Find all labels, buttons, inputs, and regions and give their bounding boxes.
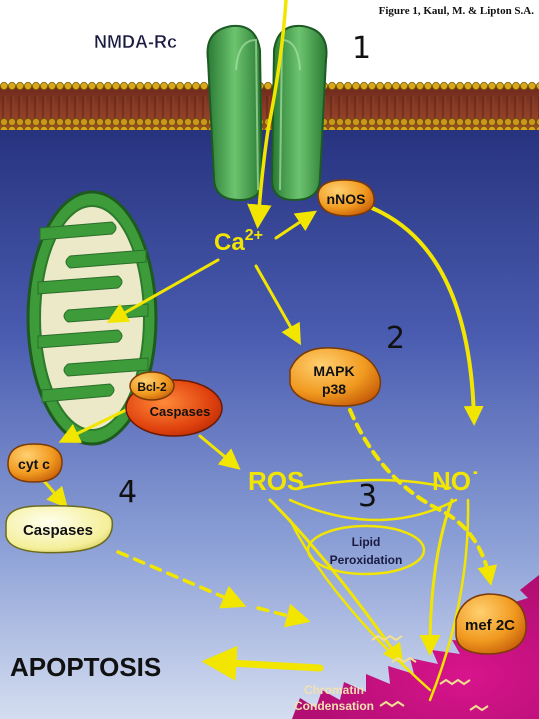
arrow-mito-to-ros (198, 434, 241, 470)
calcium-base: Ca (214, 229, 245, 256)
apoptosis-label: APOPTOSIS (10, 652, 161, 682)
arrow-no-to-nucleus (419, 498, 454, 656)
arrow-ros-no-loop (288, 498, 458, 522)
mapk-label-line1: MAPK (313, 363, 354, 379)
ros-label: ROS (248, 466, 304, 496)
arrow-ca-to-mitochondrion (106, 258, 220, 323)
caspases-label: Caspases (23, 522, 93, 539)
step-number-4: 4 (118, 475, 137, 510)
arrow-ros-to-chromatin (288, 518, 432, 692)
arrow-no-to-nucleus-2 (428, 498, 470, 702)
arrow-ca-to-nnos (274, 210, 317, 240)
receptor-label: NMDA-Rc (94, 32, 177, 52)
arrow-ros-no-loop-top (298, 478, 452, 490)
arrow-to-apoptosis (201, 645, 324, 681)
mef2c-label: mef 2C (465, 617, 515, 634)
cytc-label: cyt c (18, 456, 50, 472)
node-bcl2-shape (129, 371, 175, 401)
lipid-peroxidation-outline (306, 524, 426, 576)
arrow-calcium-influx (247, 0, 288, 229)
step-number-2: 2 (386, 321, 405, 356)
node-mef2c-shape (455, 593, 527, 655)
extracellular-space (0, 0, 539, 90)
arrow-mito-to-cytc (58, 408, 128, 443)
node-nnos-shape (317, 179, 375, 217)
lipid-label-line2: Peroxidation (330, 553, 403, 567)
figure-caption: Figure 1, Kaul, M. & Lipton S.A. (379, 5, 535, 17)
chromatin-label-line2: Condensation (294, 699, 374, 713)
bcl2-label: Bcl-2 (137, 380, 167, 394)
arrow-ca-to-mapk (254, 264, 301, 346)
mapk-label-line2: p38 (322, 381, 346, 397)
no-label: NO˙ (432, 466, 480, 496)
arrow-caspases-to-chromatin (116, 550, 247, 609)
step-number-1: 1 (352, 31, 371, 66)
caspases-mito-label: Caspases (150, 404, 211, 419)
nnos-label: nNOS (327, 191, 366, 207)
chromatin (371, 634, 489, 712)
arrows (36, 0, 498, 702)
arrow-mapk-to-mef2c (348, 408, 498, 586)
chromatin-label-line1: Chromatin (304, 683, 364, 697)
node-caspases-shape (5, 505, 114, 554)
calcium-superscript: 2+ (245, 227, 263, 244)
arrow-nnos-to-no (370, 206, 484, 426)
node-mapk-shape (289, 347, 382, 407)
arrow-caspases-to-chromatin-2 (256, 603, 311, 628)
lipid-label-line1: Lipid (352, 535, 381, 549)
node-cytc-shape (7, 443, 63, 483)
step-number-3: 3 (358, 479, 377, 514)
calcium-label: Ca2+ (214, 227, 263, 256)
nucleus (292, 575, 539, 719)
